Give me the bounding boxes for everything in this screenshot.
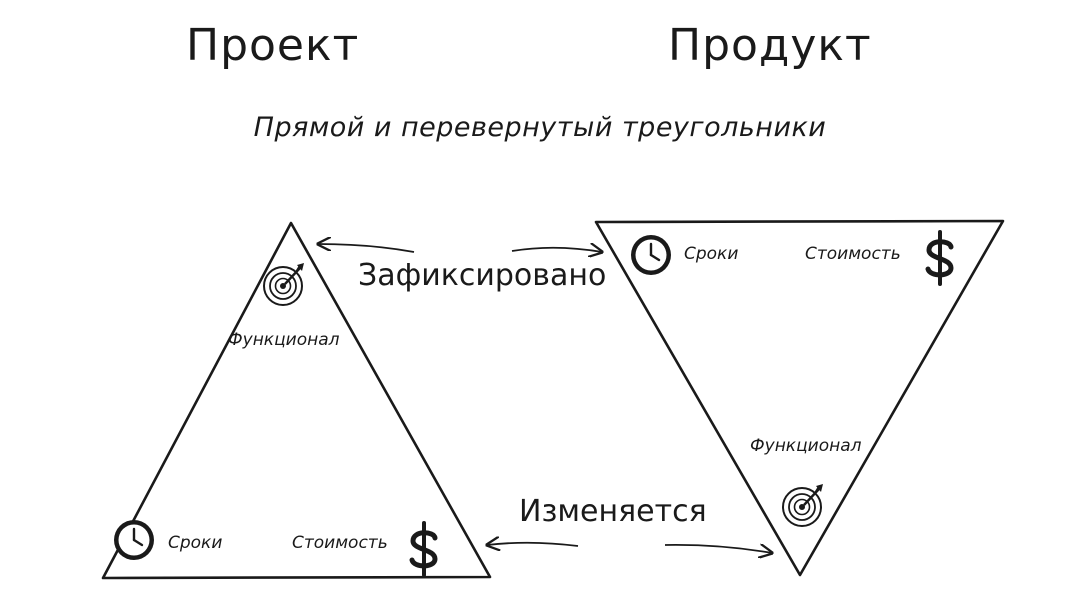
dollar-icon: [409, 521, 438, 577]
product-functionality-label: Функционал: [750, 436, 862, 456]
changes-arrow-left: [487, 543, 579, 546]
product-title: Продукт: [668, 20, 872, 71]
product-time-label: Сроки: [684, 244, 739, 264]
project-functionality-label: Функционал: [228, 330, 340, 350]
project-time-label: Сроки: [168, 533, 223, 553]
clock-icon: [114, 520, 154, 560]
subtitle: Прямой и перевернутый треугольники: [253, 112, 827, 143]
fixed-arrow-left: [318, 244, 415, 253]
product-triangle: [594, 219, 1005, 577]
project-cost-label: Стоимость: [292, 533, 388, 553]
project-triangle: [101, 221, 492, 580]
project-title: Проект: [186, 20, 360, 71]
fixed-label: Зафиксировано: [358, 258, 607, 293]
fixed-arrow-right: [511, 248, 602, 252]
target-icon: [263, 263, 304, 306]
target-icon: [782, 484, 823, 527]
product-cost-label: Стоимость: [805, 244, 901, 264]
changes-arrow-right: [664, 545, 772, 553]
changes-label: Изменяется: [519, 494, 707, 529]
dollar-icon: [925, 230, 954, 286]
clock-icon: [631, 235, 671, 275]
